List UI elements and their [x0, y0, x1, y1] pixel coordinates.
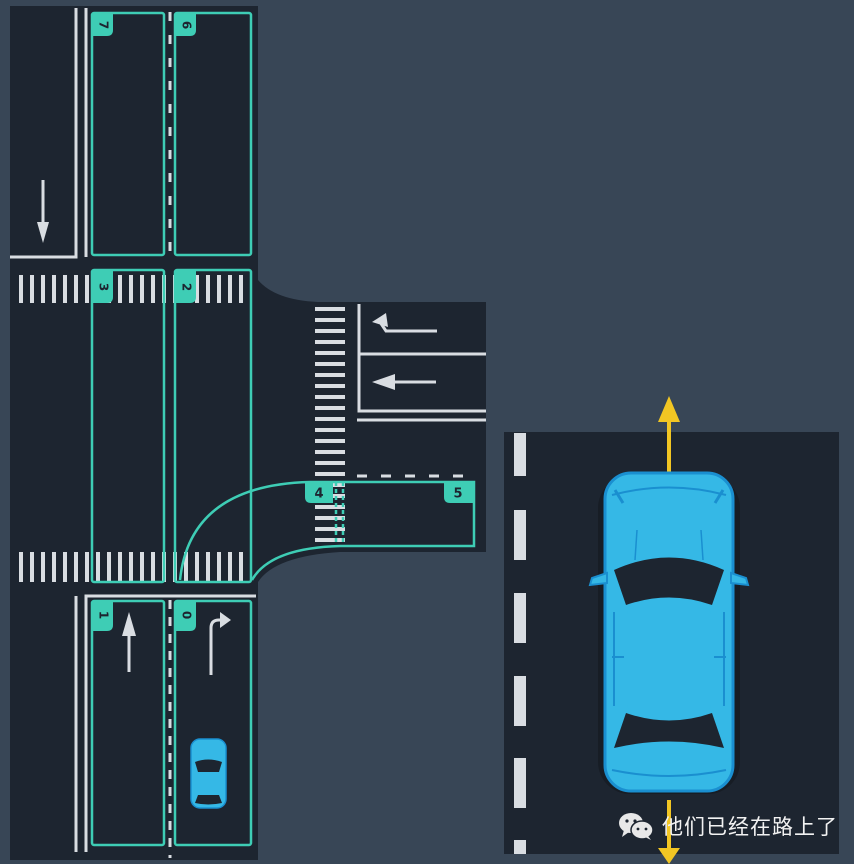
svg-text:0: 0 [180, 611, 194, 619]
lane-label-6: 6 [176, 14, 196, 36]
left-arrow-icon [372, 374, 436, 390]
lane-label-4: 4 [305, 483, 333, 503]
lane-label-1: 1 [93, 602, 113, 631]
svg-text:5: 5 [453, 487, 462, 502]
watermark: 他们已经在路上了 [618, 809, 838, 843]
road-markings-bottom [74, 594, 256, 858]
right-turn-arrow-icon [209, 612, 231, 675]
lane-label-3: 3 [93, 271, 113, 303]
wechat-icon [619, 813, 654, 840]
lane-label-5: 5 [444, 483, 473, 503]
lane-label-7: 7 [93, 14, 113, 36]
svg-text:3: 3 [97, 283, 111, 291]
watermark-text: 他们已经在路上了 [662, 815, 838, 839]
road-markings-top [10, 8, 172, 259]
straight-arrow-icon [122, 612, 136, 672]
left-turn-arrow-icon [372, 313, 437, 333]
main-road [10, 6, 258, 860]
down-arrow-icon [37, 180, 49, 243]
lane-label-2: 2 [176, 271, 196, 303]
trajectory-arrow-down-icon [658, 800, 680, 864]
svg-text:2: 2 [180, 283, 194, 291]
svg-text:7: 7 [97, 21, 111, 29]
lane-label-0: 0 [176, 602, 196, 631]
small-car-icon [189, 738, 229, 810]
large-car-icon [588, 471, 750, 794]
lane-outlines [90, 11, 476, 847]
side-road-markings [357, 304, 486, 478]
svg-text:4: 4 [314, 487, 323, 502]
side-road [258, 280, 486, 582]
crosswalk-top [19, 275, 243, 303]
crosswalk-bottom [19, 552, 243, 582]
svg-text:1: 1 [97, 611, 111, 619]
trajectory-arrow-up-icon [658, 396, 680, 476]
right-road-dashed-line [514, 433, 526, 854]
svg-text:6: 6 [180, 21, 194, 29]
